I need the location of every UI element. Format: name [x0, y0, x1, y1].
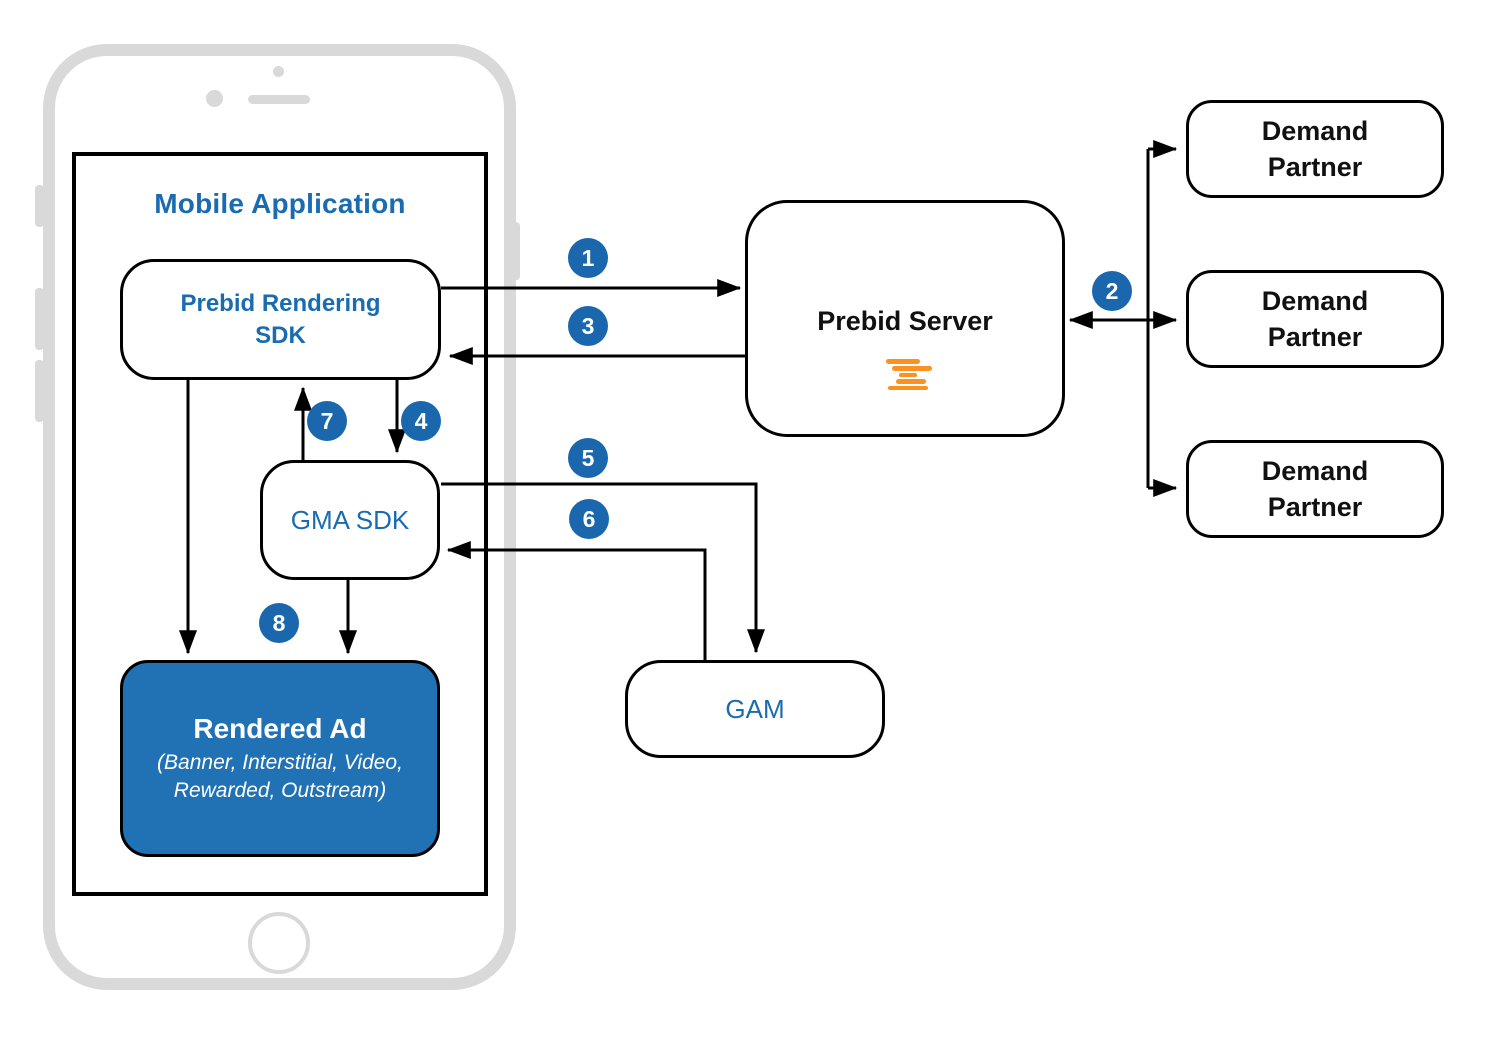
phone-power-button	[512, 222, 520, 280]
demand-partner-node-3: Demand Partner	[1186, 440, 1444, 538]
mobile-application-title: Mobile Application	[154, 188, 406, 219]
step-badge-6: 6	[569, 499, 609, 539]
gam-node: GAM	[625, 660, 885, 758]
prebid-rendering-sdk-label: Prebid Rendering SDK	[180, 290, 381, 349]
demand-partner-label: Demand Partner	[1261, 455, 1369, 522]
demand-partner-label: Demand Partner	[1261, 115, 1369, 182]
gam-label: GAM	[725, 693, 785, 724]
demand-partner-node-2: Demand Partner	[1186, 270, 1444, 368]
step-badge-3: 3	[568, 306, 608, 346]
gma-sdk-label: GMA SDK	[290, 504, 410, 535]
step-badge-8: 8	[259, 603, 299, 643]
gma-sdk-node: GMA SDK	[260, 460, 440, 580]
demand-partner-node-1: Demand Partner	[1186, 100, 1444, 198]
step-badge-2: 2	[1092, 271, 1132, 311]
phone-volume-up-button	[35, 288, 44, 350]
prebid-server-node: Prebid Server	[745, 200, 1065, 437]
demand-partner-label: Demand Partner	[1261, 285, 1369, 352]
prebid-server-label: Prebid Server	[817, 306, 993, 336]
phone-camera-dot-icon	[273, 66, 284, 77]
phone-volume-down-button	[35, 360, 44, 422]
rendered-ad-node: Rendered Ad (Banner, Interstitial, Video…	[120, 660, 440, 857]
phone-home-button	[248, 912, 310, 974]
phone-camera-lens-icon	[206, 90, 223, 107]
step-badge-4: 4	[401, 401, 441, 441]
prebid-logo-icon	[883, 357, 933, 393]
prebid-rendering-sdk-node: Prebid Rendering SDK	[120, 259, 441, 380]
step-badge-5: 5	[568, 438, 608, 478]
phone-speaker-icon	[248, 95, 310, 104]
step-badge-7: 7	[307, 401, 347, 441]
rendered-ad-title: Rendered Ad	[193, 712, 367, 744]
step-badge-1: 1	[568, 238, 608, 278]
rendered-ad-subtitle: (Banner, Interstitial, Video, Rewarded, …	[157, 750, 403, 802]
phone-mute-switch	[35, 185, 44, 227]
